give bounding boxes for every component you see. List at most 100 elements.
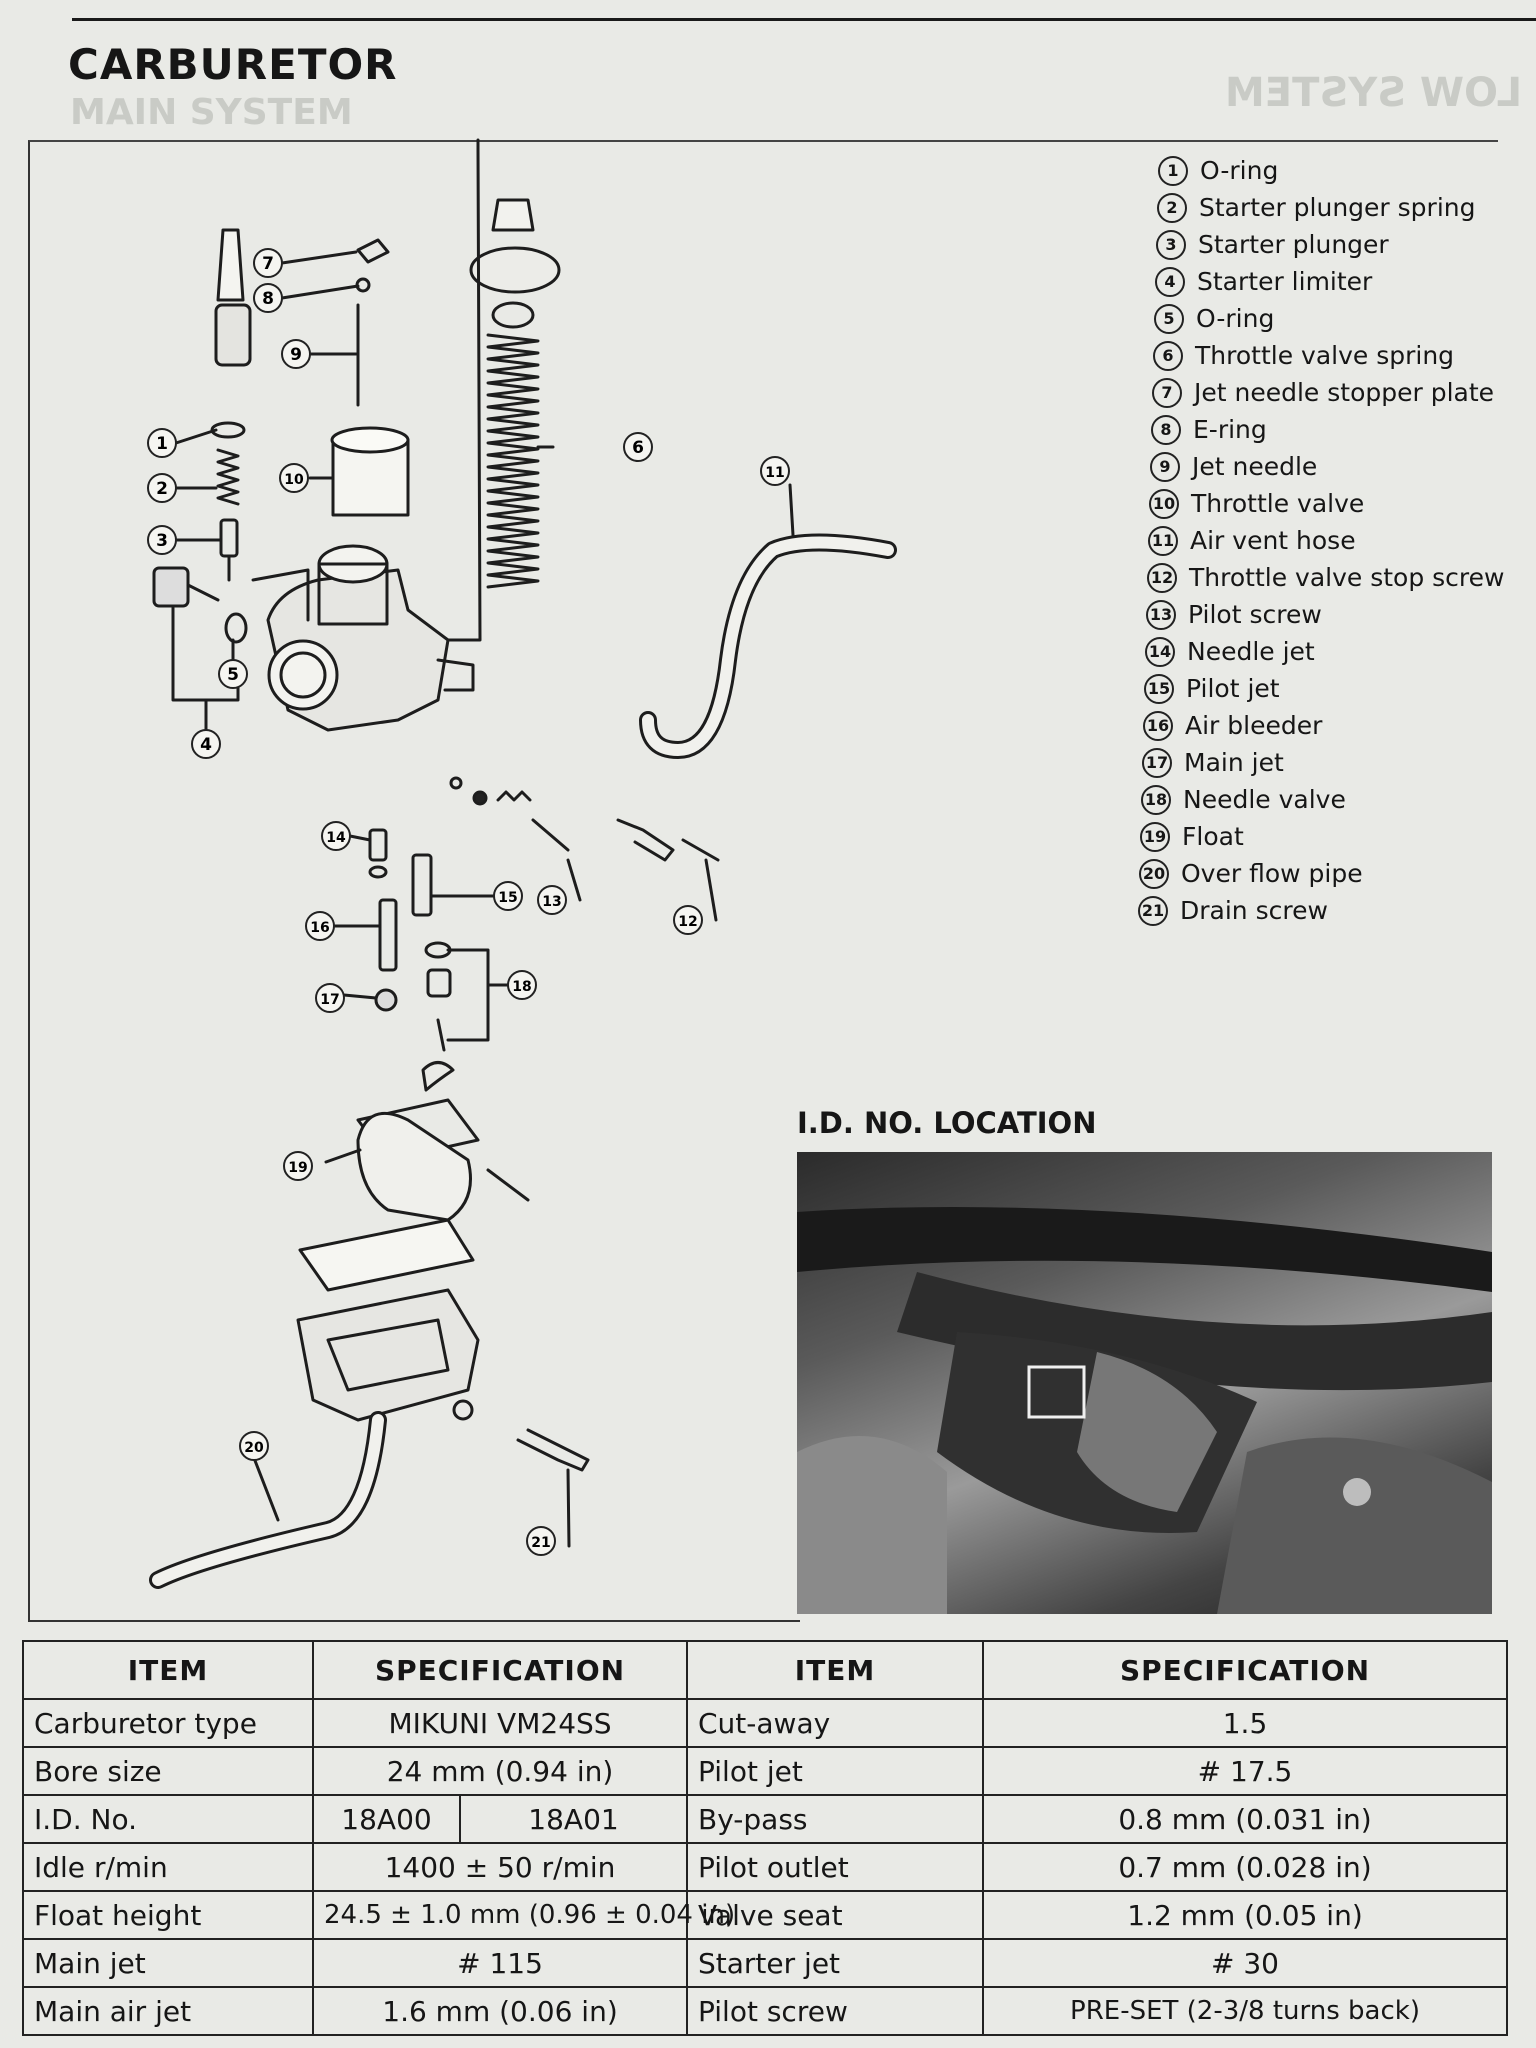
item-cell: Carburetor type — [22, 1698, 314, 1748]
legend-label: Over flow pipe — [1181, 859, 1363, 888]
spec-cell: 1.5 — [982, 1698, 1508, 1748]
spec-cell: 18A00 — [312, 1794, 461, 1844]
spec-cell: 0.8 mm (0.031 in) — [982, 1794, 1508, 1844]
spec-cell: 24 mm (0.94 in) — [312, 1746, 688, 1796]
callout-4: 4 — [191, 729, 221, 759]
legend-number: 9 — [1150, 451, 1180, 482]
diagram-frame — [28, 140, 1498, 1622]
callout-14: 14 — [321, 821, 351, 851]
callout-15: 15 — [493, 881, 523, 911]
spec-cell: MIKUNI VM24SS — [312, 1698, 688, 1748]
legend-number: 5 — [1154, 303, 1184, 334]
id-location-photo — [797, 1152, 1492, 1614]
specification-table: ITEM SPECIFICATION ITEM SPECIFICATION Ca… — [22, 1640, 1508, 2036]
item-cell: Idle r/min — [22, 1842, 314, 1892]
svg-text:17: 17 — [320, 992, 339, 1008]
callout-8: 8 — [253, 283, 283, 313]
table-row: I.D. No. 18A00 18A01 By-pass 0.8 mm (0.0… — [22, 1794, 1508, 1844]
callout-1: 1 — [147, 428, 177, 458]
legend-number: 7 — [1152, 377, 1182, 408]
callout-10: 10 — [279, 463, 309, 493]
legend-number: 4 — [1155, 266, 1185, 297]
item-cell: Float height — [22, 1890, 314, 1940]
callout-17: 17 — [315, 983, 345, 1013]
item-cell: Main air jet — [22, 1986, 314, 2036]
legend-number: 1 — [1158, 155, 1188, 186]
top-rule — [72, 0, 1536, 21]
header-spec-left: SPECIFICATION — [312, 1640, 688, 1700]
legend-number: 14 — [1145, 636, 1175, 667]
spec-cell: PRE-SET (2-3/8 turns back) — [982, 1986, 1508, 2036]
spec-cell: # 115 — [312, 1938, 688, 1988]
spec-cell: 18A01 — [459, 1794, 688, 1844]
legend-number: 11 — [1148, 525, 1178, 556]
callout-21: 21 — [526, 1526, 556, 1556]
svg-text:3: 3 — [156, 531, 168, 551]
callout-2: 2 — [147, 473, 177, 503]
legend-label: Pilot screw — [1188, 600, 1322, 629]
callout-13: 13 — [537, 885, 567, 915]
table-row: Bore size 24 mm (0.94 in) Pilot jet # 17… — [22, 1746, 1508, 1796]
callout-6: 6 — [623, 432, 653, 462]
table-row: Main air jet 1.6 mm (0.06 in) Pilot scre… — [22, 1986, 1508, 2036]
bleed-through-flow-system: LOW SYSTEM — [1225, 70, 1523, 116]
item-cell: Valve seat — [686, 1890, 984, 1940]
legend-item: 4 Starter limiter — [1155, 263, 1518, 300]
page-title: CARBURETOR — [68, 40, 398, 89]
spec-cell: # 30 — [982, 1938, 1508, 1988]
legend-number: 18 — [1141, 784, 1171, 815]
callout-5: 5 — [218, 659, 248, 689]
legend-number: 12 — [1147, 562, 1177, 593]
spec-cell: 1.2 mm (0.05 in) — [982, 1890, 1508, 1940]
legend-number: 8 — [1151, 414, 1181, 445]
svg-text:21: 21 — [531, 1535, 550, 1551]
legend-number: 15 — [1144, 673, 1174, 704]
exploded-carburetor-diagram: 7 8 9 1 2 10 6 11 3 5 4 14 15 13 12 16 1… — [147, 138, 897, 1589]
callout-3: 3 — [147, 525, 177, 555]
callout-18: 18 — [507, 970, 537, 1000]
legend-label: Main jet — [1184, 748, 1284, 777]
legend-number: 20 — [1139, 858, 1169, 889]
callout-9: 9 — [281, 339, 311, 369]
legend-label: Starter limiter — [1197, 267, 1373, 296]
callout-7: 7 — [253, 248, 283, 278]
spec-cell: 1400 ± 50 r/min — [312, 1842, 688, 1892]
table-row: Main jet # 115 Starter jet # 30 — [22, 1938, 1508, 1988]
svg-text:18: 18 — [512, 979, 531, 995]
header-item-right: ITEM — [686, 1640, 984, 1700]
item-cell: Pilot jet — [686, 1746, 984, 1796]
legend-label: Needle jet — [1187, 637, 1315, 666]
spec-cell: 24.5 ± 1.0 mm (0.96 ± 0.04 in) — [312, 1890, 735, 1940]
svg-text:16: 16 — [310, 920, 329, 936]
legend-label: Pilot jet — [1186, 674, 1280, 703]
svg-text:11: 11 — [765, 465, 784, 481]
legend-number: 10 — [1149, 488, 1179, 519]
callout-12: 12 — [673, 905, 703, 935]
legend-number: 6 — [1153, 340, 1183, 371]
item-cell: Pilot screw — [686, 1986, 984, 2036]
svg-text:5: 5 — [227, 665, 239, 685]
table-row: Float height 24.5 ± 1.0 mm (0.96 ± 0.04 … — [22, 1890, 1508, 1940]
table-row: Idle r/min 1400 ± 50 r/min Pilot outlet … — [22, 1842, 1508, 1892]
legend-number: 21 — [1138, 895, 1168, 926]
svg-text:4: 4 — [200, 735, 212, 755]
svg-text:6: 6 — [632, 438, 644, 458]
legend-item: 7 Jet needle stopper plate — [1152, 374, 1518, 411]
legend-label: Jet needle stopper plate — [1194, 378, 1495, 407]
svg-text:13: 13 — [542, 894, 561, 910]
svg-text:1: 1 — [156, 434, 168, 454]
item-cell: Starter jet — [686, 1938, 984, 1988]
header-item-left: ITEM — [22, 1640, 314, 1700]
svg-text:9: 9 — [290, 345, 302, 365]
